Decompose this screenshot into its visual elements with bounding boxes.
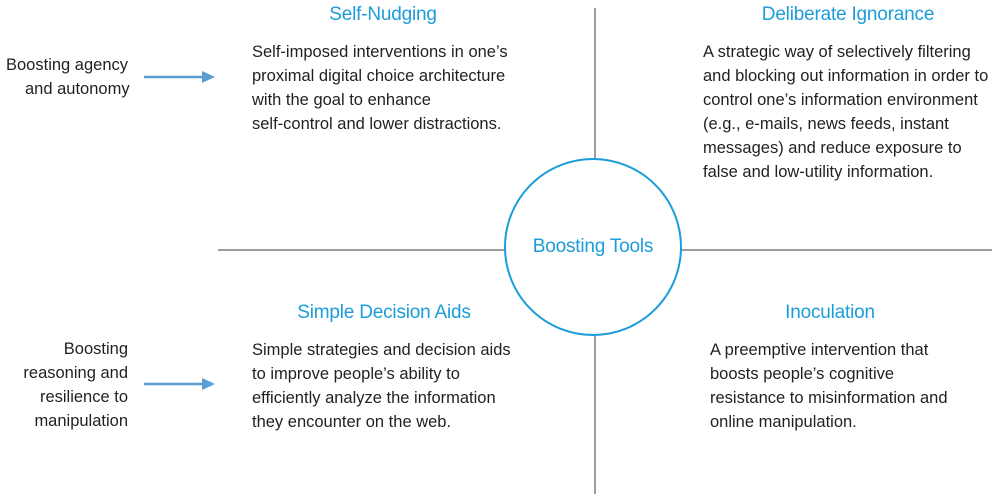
simple-decision-aids-title: Simple Decision Aids — [297, 302, 471, 323]
side-label-agency: Boosting agency and autonomy — [6, 53, 130, 101]
description-line: A preemptive intervention that — [710, 341, 929, 359]
description-line: they encounter on the web. — [252, 413, 452, 431]
center-label: Boosting Tools — [532, 236, 654, 257]
inoculation-title: Inoculation — [785, 302, 875, 323]
side-label-line: and autonomy — [25, 80, 130, 98]
description-line: online manipulation. — [710, 413, 857, 431]
description-line: boosts people’s cognitive — [710, 365, 895, 383]
description-line: false and low-utility information. — [703, 163, 934, 181]
deliberate-ignorance-title: Deliberate Ignorance — [761, 4, 935, 25]
side-label-line: Boosting — [63, 340, 128, 358]
description-line: Simple strategies and decision aids — [252, 341, 511, 359]
side-label-line: Boosting agency — [6, 56, 129, 74]
description-line: proximal digital choice architecture — [252, 67, 506, 85]
inoculation-description: A preemptive intervention that boosts pe… — [710, 338, 948, 434]
description-line: self-control and lower distractions. — [252, 115, 502, 133]
description-line: (e.g., e-mails, news feeds, instant — [703, 115, 949, 133]
description-line: A strategic way of selectively filtering — [703, 43, 971, 61]
side-label-line: reasoning and — [23, 364, 128, 382]
description-line: messages) and reduce exposure to — [703, 139, 962, 157]
boosting-tools-circle: Boosting Tools — [504, 158, 682, 336]
arrow-right-icon — [144, 71, 215, 83]
description-line: resistance to misinformation and — [710, 389, 948, 407]
description-line: with the goal to enhance — [252, 91, 431, 109]
side-label-line: manipulation — [34, 412, 128, 430]
self-nudging-title: Self-Nudging — [329, 4, 437, 25]
description-line: control one’s information environment — [703, 91, 978, 109]
deliberate-ignorance-description: A strategic way of selectively filtering… — [703, 40, 988, 184]
arrow-right-icon — [144, 378, 215, 390]
side-label-line: resilience to — [39, 388, 128, 406]
description-line: and blocking out information in order to — [703, 67, 989, 85]
description-line: to improve people’s ability to — [252, 365, 460, 383]
simple-decision-aids-description: Simple strategies and decision aids to i… — [252, 338, 511, 434]
description-line: efficiently analyze the information — [252, 389, 496, 407]
description-line: Self-imposed interventions in one’s — [252, 43, 508, 61]
self-nudging-description: Self-imposed interventions in one’s prox… — [252, 40, 508, 136]
side-label-reasoning: Boosting reasoning and resilience to man… — [6, 337, 128, 433]
